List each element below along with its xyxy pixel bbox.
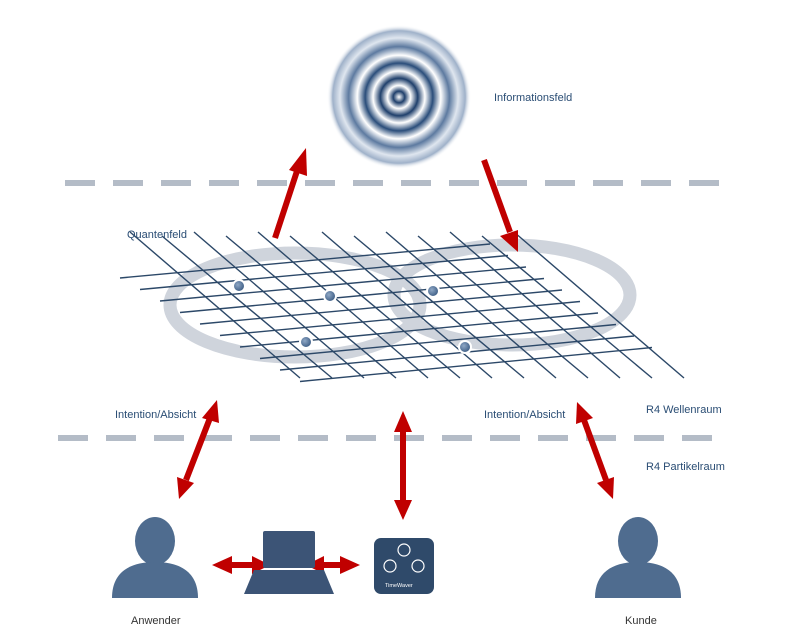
grid-line xyxy=(513,231,685,379)
arrow-user-laptop xyxy=(212,556,270,574)
label-anwender: Anwender xyxy=(131,615,181,627)
grid-node xyxy=(458,340,472,354)
label-informationsfeld: Informationsfeld xyxy=(494,92,573,104)
grid-node xyxy=(299,335,313,349)
grid-node xyxy=(426,284,440,298)
label-intention-left: Intention/Absicht xyxy=(115,409,197,421)
arrow-down-to-quantum-field xyxy=(481,158,518,252)
laptop-icon xyxy=(244,531,334,594)
grid-line xyxy=(481,235,653,379)
grid-line xyxy=(159,266,527,302)
arrow-intention-left xyxy=(177,400,219,499)
grid-node xyxy=(232,279,246,293)
label-partikelraum: R4 Partikelraum xyxy=(646,461,725,473)
grid-line xyxy=(219,300,581,337)
grid-line xyxy=(129,231,301,379)
grid-line xyxy=(257,231,429,379)
grid-line xyxy=(279,335,635,371)
device-icon: TimeWaver xyxy=(374,538,434,594)
arrow-intention-right xyxy=(576,402,614,499)
grid-line xyxy=(161,235,333,379)
label-wellenraum: R4 Wellenraum xyxy=(646,404,722,416)
grid-line xyxy=(139,254,509,291)
device-logo-text: TimeWaver xyxy=(385,583,413,589)
arrow-up-to-information-field xyxy=(272,148,307,239)
grid-line xyxy=(385,231,557,379)
label-quantenfeld: Quantenfeld xyxy=(127,229,187,241)
grid-line xyxy=(449,231,621,379)
grid-line xyxy=(193,231,365,379)
grid-line xyxy=(289,235,461,379)
quantum-field-nodes xyxy=(232,279,472,354)
grid-line xyxy=(199,289,563,325)
arrow-center-vertical xyxy=(394,411,412,520)
person-icon-kunde xyxy=(595,517,681,598)
arrows xyxy=(177,148,614,574)
person-icon-anwender xyxy=(112,517,198,598)
label-intention-right: Intention/Absicht xyxy=(484,409,566,421)
grid-line xyxy=(353,235,525,379)
label-kunde: Kunde xyxy=(625,615,657,627)
grid-line xyxy=(225,235,397,379)
grid-line xyxy=(417,235,589,379)
grid-node xyxy=(323,289,337,303)
grid-line xyxy=(119,243,491,279)
grid-line xyxy=(259,323,617,360)
concentric-rings-icon xyxy=(327,25,471,169)
